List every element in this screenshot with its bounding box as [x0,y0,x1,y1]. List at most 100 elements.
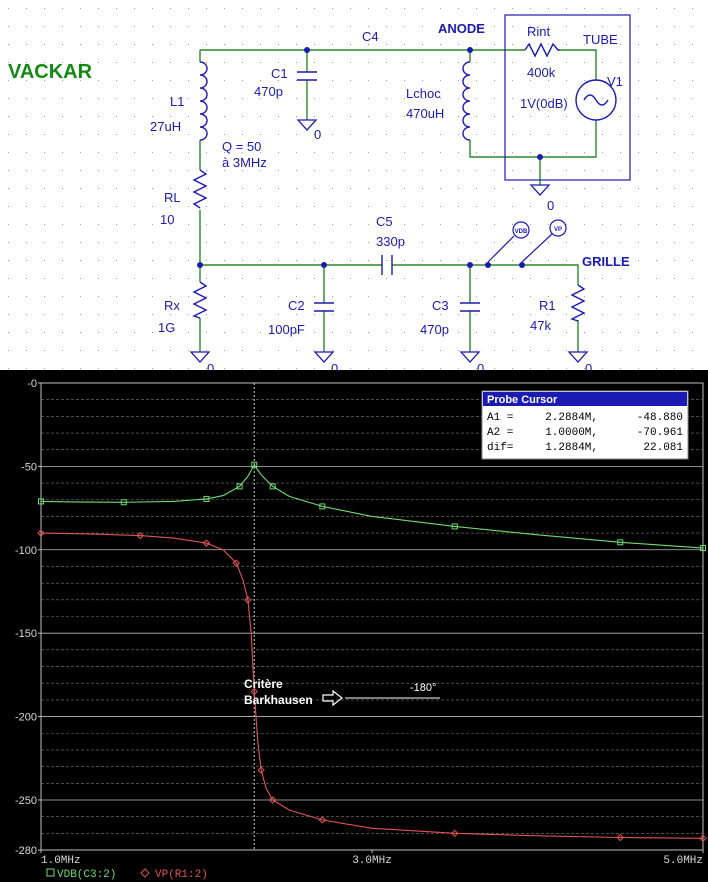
label-tube: TUBE [583,32,618,47]
label-rx: Rx [164,298,180,313]
capacitor-c2 [314,302,334,312]
label-c2: C2 [288,298,305,313]
label-c5-value: 330p [376,234,405,249]
junction-dot [467,47,473,53]
label-r1: R1 [539,298,556,313]
label-r1-value: 47k [530,318,551,333]
cursor-row-y: -48.880 [637,412,683,424]
data-point [451,523,458,530]
data-point [232,559,240,567]
label-rl: RL [164,190,181,205]
resistor-rint [524,42,560,58]
label-c2-value: 100pF [268,322,305,337]
label-lchoc: Lchoc [406,86,441,101]
cursor-row-x: 1.0000M, [545,427,598,439]
data-point [250,687,258,696]
data-point [203,495,210,502]
probe-vdb-label: VDB [515,229,528,235]
data-point [700,545,706,552]
data-point [120,499,127,506]
data-point [236,483,243,490]
junction-dot [485,262,491,268]
y-tick-label: -150 [15,628,37,640]
data-point [269,483,276,490]
probe-vdb [512,221,530,239]
label-rint-value: 400k [527,65,556,80]
annotation-phase: -180° [410,682,436,694]
capacitor-c5 [381,255,393,275]
legend-marker-vdb [46,868,55,877]
cursor-row-x: 1.2884M, [545,442,598,454]
series-line-1 [40,532,704,839]
schematic-title: VACKAR [8,61,93,83]
y-tick-label: -200 [15,712,37,724]
label-l1: L1 [170,94,184,109]
inductor-l1 [199,61,208,141]
grid [41,399,703,834]
ground-symbol [296,119,318,131]
legend-marker-vp [140,868,150,878]
probe-cursor-box[interactable]: Probe Cursor A1 = 2.2884M, -48.880 A2 = … [481,390,689,460]
ground-label: 0 [585,361,592,370]
schematic: VACKAR [0,0,708,370]
junction-dot [304,47,310,53]
y-tick-label: -50 [21,461,37,473]
probe-cursor-title: Probe Cursor [487,394,558,406]
series-layer [37,461,707,843]
ground-label: 0 [547,198,554,213]
wires [199,49,597,352]
label-v1: V1 [607,74,623,89]
label-c5: C5 [376,214,393,229]
capacitor-c1 [297,71,317,81]
data-point [616,833,624,842]
legend-label-vp: VP(R1:2) [155,869,208,881]
legend: VDB(C3:2) VP(R1:2) [46,868,208,881]
ground-symbol [529,184,551,196]
label-lchoc-value: 470uH [406,106,444,121]
voltage-source-v1 [575,79,617,121]
label-c1: C1 [271,66,288,81]
ground-symbol [313,351,335,363]
junction-dot [467,262,473,268]
label-v1-value: 1V(0dB) [520,96,568,111]
cursor-row-label: dif= [487,442,513,454]
data-point [617,539,624,546]
data-point [37,529,45,537]
junction-dot [519,262,525,268]
data-point [38,498,44,505]
label-anode: ANODE [438,21,485,36]
cursor-row-x: 2.2884M, [545,412,598,424]
resistor-rx [192,281,208,319]
data-point [136,531,145,540]
inductor-lchoc [462,61,471,141]
cursor-row-y: -70.961 [637,427,684,439]
annotation-line1: Critère [244,677,283,691]
data-point [699,834,707,843]
label-l1-value: 27uH [150,119,181,134]
x-tick-label: 3.0MHz [352,855,392,867]
label-c3: C3 [432,298,449,313]
y-tick-label: -280 [15,845,37,857]
data-point [251,461,258,468]
ground-label: 0 [477,361,484,370]
data-point [202,539,211,547]
data-point [451,829,459,838]
ground-symbol [567,351,589,363]
ground-symbol [189,351,211,363]
data-point [319,503,326,510]
y-axis: -0-50-100-150-200-250-280 [15,378,41,857]
data-point [268,796,277,804]
label-grille: GRILLE [582,254,630,269]
capacitor-c3 [460,302,480,312]
cursor-row-label: A2 = [487,427,513,439]
cursor-row-y: 22.081 [643,442,683,454]
junction-dot [537,154,543,160]
resistor-r1 [570,284,586,322]
label-rl-value: 10 [160,212,174,227]
cursor-row-label: A1 = [487,412,513,424]
ground-label: 0 [331,361,338,370]
data-point [257,766,265,774]
y-tick-label: -250 [15,795,37,807]
y-tick-label: -0 [27,378,37,390]
label-rx-value: 1G [158,320,175,335]
